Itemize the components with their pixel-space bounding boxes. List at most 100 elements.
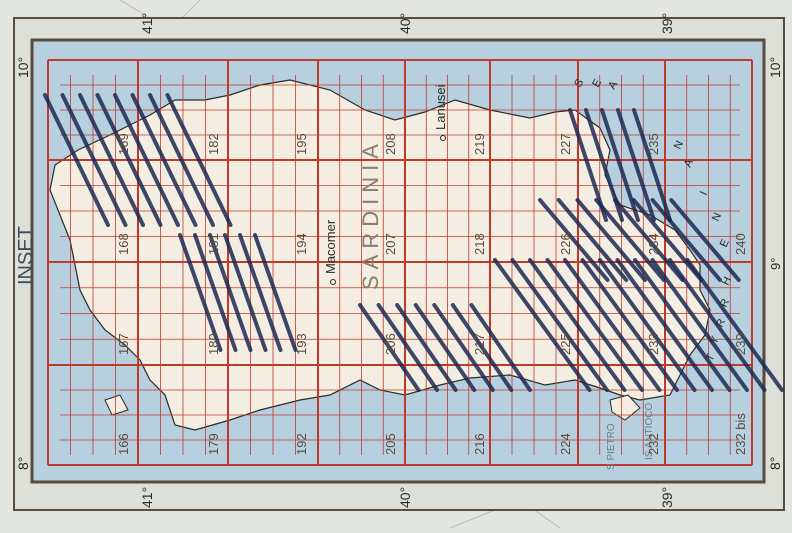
hatch-stroke <box>178 233 223 352</box>
city-label: Macomer <box>323 219 338 274</box>
sheet-number: 180 <box>206 333 221 355</box>
sheet-number: 219 <box>472 133 487 155</box>
hatch-stroke <box>376 303 440 392</box>
coord-label: 40° <box>397 487 413 508</box>
sheet-number: 205 <box>383 433 398 455</box>
coord-label: 8° <box>15 457 31 470</box>
hatch-stroke <box>130 93 198 227</box>
coord-label: 41° <box>139 13 155 34</box>
hatched-coverage <box>43 93 784 392</box>
hatch-stroke <box>510 258 609 392</box>
hatch-stroke <box>545 258 644 392</box>
sea-letter: I <box>698 189 710 197</box>
sea-letter: E <box>718 238 732 250</box>
hatch-stroke <box>600 108 640 222</box>
hatch-stroke <box>650 258 749 392</box>
sheet-number: 218 <box>472 233 487 255</box>
sheet-number: 239 <box>733 333 748 355</box>
island-label: S PIETRO <box>606 423 617 470</box>
hatch-stroke <box>631 198 704 282</box>
hatch-stroke <box>616 108 656 222</box>
hatch-stroke <box>450 303 514 392</box>
hatch-stroke <box>223 233 268 352</box>
sheet-number: 179 <box>206 433 221 455</box>
hatch-stroke <box>613 198 685 282</box>
sheet-number: 227 <box>558 133 573 155</box>
hatch-stroke <box>113 93 180 227</box>
hatch-stroke <box>615 258 714 392</box>
hatch-stroke <box>556 198 629 282</box>
coord-label: 8° <box>767 457 783 470</box>
hatch-stroke <box>78 93 145 227</box>
sheet-number: 226 <box>558 233 573 255</box>
island-label: IS ANTIOCO <box>644 403 655 460</box>
hatch-stroke <box>358 303 421 392</box>
coord-label: 41° <box>139 487 155 508</box>
sheet-number: 240 <box>733 233 748 255</box>
hatch-stroke <box>43 93 110 227</box>
sheet-number: 169 <box>116 133 131 155</box>
hatch-stroke <box>685 258 784 392</box>
islet <box>104 394 129 416</box>
sheet-number: 208 <box>383 133 398 155</box>
sheet-number: 234 <box>646 233 661 255</box>
sheet-number: 194 <box>294 233 309 255</box>
hatch-stroke <box>432 303 495 392</box>
sheet-number: 166 <box>116 433 131 455</box>
sheet-number: 225 <box>558 333 573 355</box>
sheet-number: 232 bis <box>733 413 748 455</box>
sheet-number: 193 <box>294 333 309 355</box>
sheet-number: 233 <box>646 333 661 355</box>
hatch-stroke <box>594 198 666 282</box>
coord-label: 10° <box>15 57 31 78</box>
hatch-stroke <box>632 108 672 222</box>
hatch-stroke <box>469 303 532 392</box>
hatch-stroke <box>413 303 477 392</box>
hatch-stroke <box>538 198 610 282</box>
coord-label: 40° <box>397 13 413 34</box>
hatch-stroke <box>598 258 697 392</box>
sheet-number: 192 <box>294 433 309 455</box>
island-antioco <box>609 394 641 421</box>
region-label: SARDINIA <box>358 138 383 290</box>
coord-label: 39° <box>659 13 675 34</box>
sheet-number: 181 <box>206 233 221 255</box>
city-dot <box>330 279 336 285</box>
hatch-stroke <box>148 93 215 227</box>
sea-letter: T <box>704 352 718 363</box>
sheet-grid <box>47 59 753 466</box>
inset-label: INSET <box>15 226 37 285</box>
sheet-number: 207 <box>383 233 398 255</box>
coord-label: 10° <box>767 57 783 78</box>
sheet-number: 217 <box>472 333 487 355</box>
coord-label: 39° <box>659 487 675 508</box>
sheet-number: 167 <box>116 333 131 355</box>
sheet-number: 216 <box>472 433 487 455</box>
coord-label: 9° <box>768 258 783 270</box>
sheet-number: 235 <box>646 133 661 155</box>
hatch-stroke <box>165 93 233 227</box>
hatch-stroke <box>253 233 298 352</box>
hatch-stroke <box>528 258 627 392</box>
hatch-stroke <box>633 258 732 392</box>
hatch-stroke <box>493 258 592 392</box>
hatch-stroke <box>208 233 253 352</box>
hatch-stroke <box>238 233 283 352</box>
sheet-number: 224 <box>558 433 573 455</box>
sheet-number: 195 <box>294 133 309 155</box>
hatch-stroke <box>563 258 662 392</box>
city-label: Lanusei <box>433 84 448 130</box>
hatch-stroke <box>395 303 458 392</box>
hatch-stroke <box>60 93 128 227</box>
hatch-stroke <box>95 93 163 227</box>
sheet-number: 168 <box>116 233 131 255</box>
hatch-stroke <box>650 198 722 282</box>
sheet-number: 182 <box>206 133 221 155</box>
sheet-number: 206 <box>383 333 398 355</box>
hatch-stroke <box>669 198 741 282</box>
hatch-stroke <box>575 198 647 282</box>
hatch-stroke <box>193 233 238 352</box>
hatch-stroke <box>580 258 679 392</box>
